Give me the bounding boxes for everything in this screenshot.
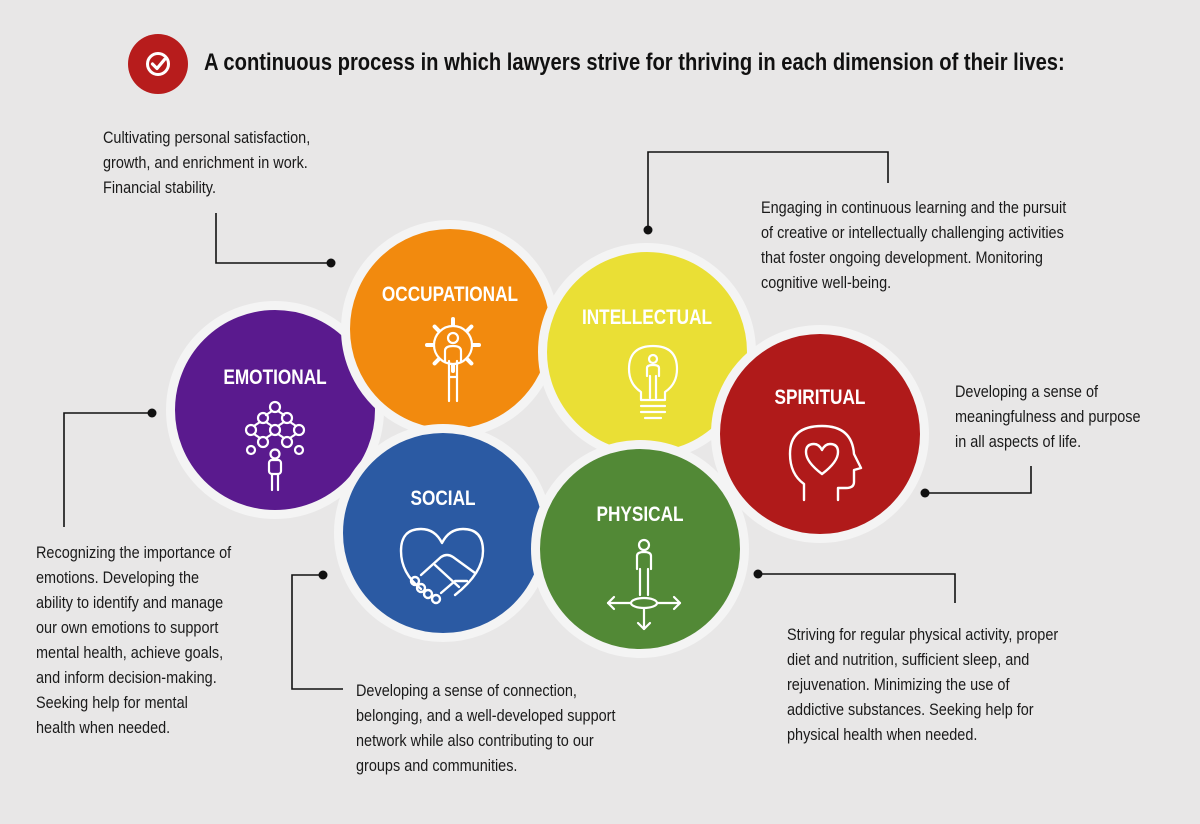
description-line: Developing a sense of — [955, 382, 1098, 401]
connector-dot-intellectual — [643, 225, 653, 235]
connector-social — [291, 574, 343, 690]
description-line: rejuvenation. Minimizing the use of — [787, 675, 1010, 694]
gear-person-icon — [425, 317, 481, 403]
description-line: belonging, and a well-developed support — [356, 706, 616, 725]
description-emotional: Recognizing the importance of emotions. … — [36, 540, 231, 740]
connector-dot-occupational — [326, 258, 336, 268]
description-line: in all aspects of life. — [955, 432, 1082, 451]
check-circle-icon — [128, 34, 188, 94]
description-intellectual: Engaging in continuous learning and the … — [761, 195, 1066, 295]
description-line: Striving for regular physical activity, … — [787, 625, 1059, 644]
description-line: Engaging in continuous learning and the … — [761, 198, 1067, 217]
description-line: health when needed. — [36, 718, 171, 737]
circle-physical: PHYSICAL — [531, 440, 749, 658]
head-heart-icon — [788, 424, 863, 502]
description-line: Seeking help for mental — [36, 693, 188, 712]
description-line: network while also contributing to our — [356, 731, 594, 750]
label-emotional: EMOTIONAL — [223, 366, 327, 389]
page-title: A continuous process in which lawyers st… — [204, 49, 1065, 76]
description-line: our own emotions to support — [36, 618, 219, 637]
description-line: Cultivating personal satisfaction, — [103, 128, 311, 147]
description-line: cognitive well-being. — [761, 273, 892, 292]
circle-occupational: OCCUPATIONAL — [341, 220, 559, 438]
description-occupational: Cultivating personal satisfaction, growt… — [103, 125, 310, 200]
description-line: meaningfulness and purpose — [955, 407, 1141, 426]
description-line: growth, and enrichment in work. — [103, 153, 308, 172]
description-line: emotions. Developing the — [36, 568, 200, 587]
lightbulb-person-icon — [627, 344, 679, 420]
description-spiritual: Developing a sense of meaningfulness and… — [955, 379, 1141, 454]
description-line: diet and nutrition, sufficient sleep, an… — [787, 650, 1030, 669]
connector-dot-social — [318, 570, 328, 580]
connector-dot-spiritual — [920, 488, 930, 498]
connector-physical — [758, 573, 956, 603]
connector-emotional — [63, 412, 152, 527]
circle-spiritual: SPIRITUAL — [711, 325, 929, 543]
description-line: that foster ongoing development. Monitor… — [761, 248, 1043, 267]
label-occupational: OCCUPATIONAL — [381, 283, 519, 306]
connector-dot-physical — [753, 569, 763, 579]
label-physical: PHYSICAL — [596, 503, 684, 526]
badge-circle — [128, 34, 188, 94]
description-line: physical health when needed. — [787, 725, 978, 744]
description-line: addictive substances. Seeking help for — [787, 700, 1034, 719]
description-line: ability to identify and manage — [36, 593, 224, 612]
connector-intellectual — [647, 151, 889, 230]
connector-dot-emotional — [147, 408, 157, 418]
circle-social: SOCIAL — [334, 424, 552, 642]
label-intellectual: INTELLECTUAL — [581, 306, 713, 329]
connector-occupational — [215, 213, 331, 264]
description-line: Financial stability. — [103, 178, 216, 197]
person-arrows-icon — [606, 538, 682, 631]
label-spiritual: SPIRITUAL — [774, 386, 866, 409]
heart-handshake-icon — [399, 527, 485, 605]
description-line: groups and communities. — [356, 756, 518, 775]
description-line: of creative or intellectually challengin… — [761, 223, 1064, 242]
description-line: Recognizing the importance of — [36, 543, 232, 562]
description-physical: Striving for regular physical activity, … — [787, 622, 1058, 747]
description-line: Developing a sense of connection, — [356, 681, 577, 700]
network-person-icon — [244, 400, 306, 492]
connector-spiritual — [925, 466, 1032, 494]
description-line: and inform decision-making. — [36, 668, 217, 687]
description-line: mental health, achieve goals, — [36, 643, 224, 662]
label-social: SOCIAL — [410, 487, 476, 510]
description-social: Developing a sense of connection, belong… — [356, 678, 615, 778]
